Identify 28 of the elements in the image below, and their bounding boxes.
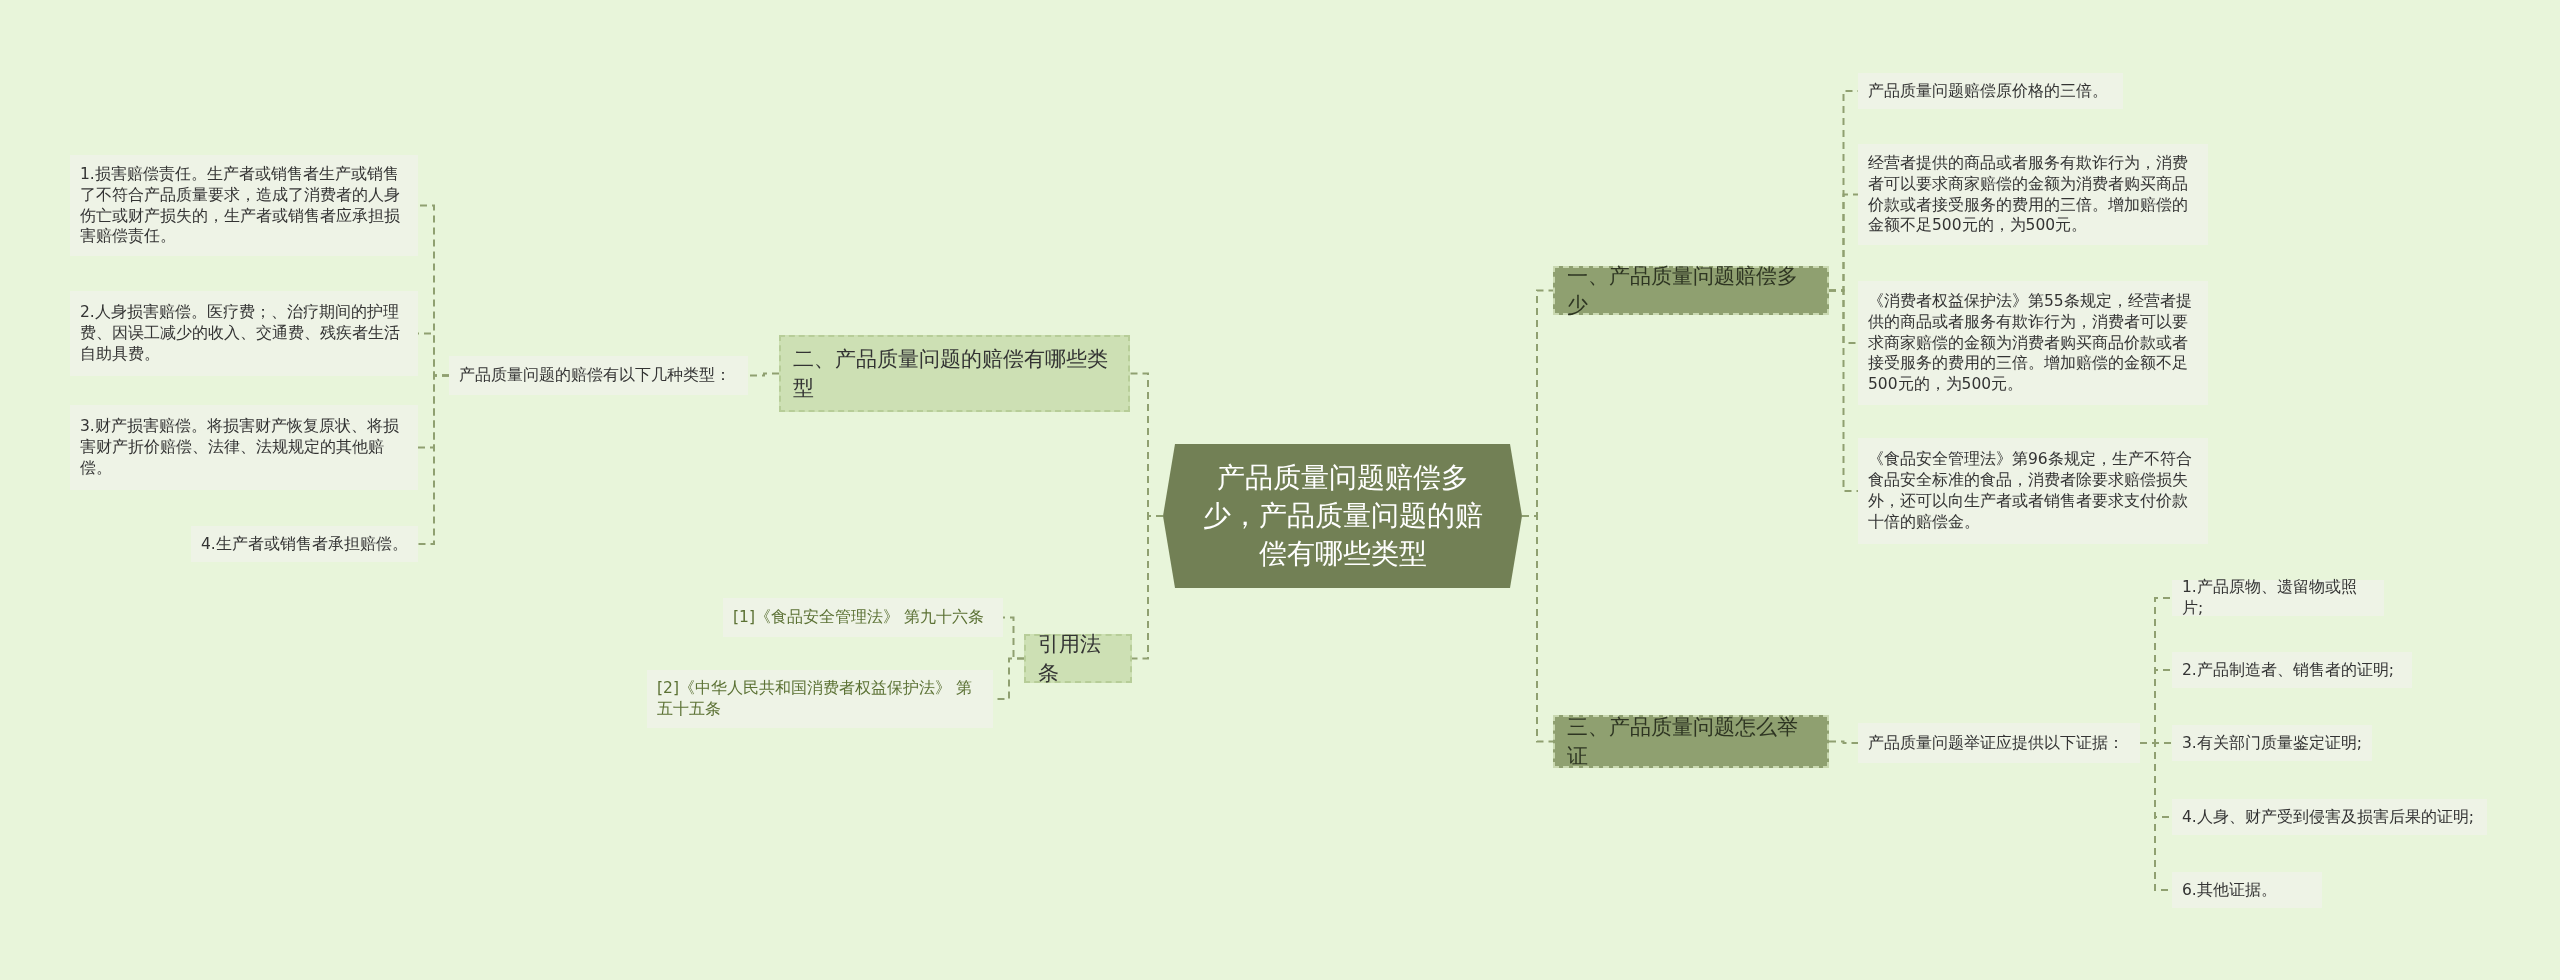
- connector-line: [1521, 515, 1554, 743]
- connector-line: [747, 372, 780, 377]
- note-box: 产品质量问题的赔偿有以下几种类型：: [449, 356, 748, 395]
- reference-box: [1]《食品安全管理法》 第九十六条: [723, 598, 1003, 637]
- note-box: 6.其他证据。: [2172, 872, 2322, 908]
- connector-line: [417, 374, 450, 545]
- reference-box: [2]《中华人民共和国消费者权益保护法》 第五十五条: [647, 670, 993, 728]
- note-box: 4.人身、财产受到侵害及损害后果的证明;: [2172, 799, 2487, 835]
- topic-box: 引用法条: [1024, 634, 1132, 683]
- note-box: 1.产品原物、遗留物或照片;: [2172, 580, 2384, 616]
- note-box: 经营者提供的商品或者服务有欺诈行为，消费者可以要求商家赔偿的金额为消费者购买商品价款或者接受服务的费用的三倍。增加赔偿的金额不足500元的，为500元。: [1858, 144, 2208, 245]
- note-box: 4.生产者或销售者承担赔偿。: [191, 526, 418, 562]
- topic-box: 三、产品质量问题怎么举证: [1553, 715, 1829, 768]
- note-box: 2.人身损害赔偿。医疗费；、治疗期间的护理费、因误工减少的收入、交通费、残疾者生活自助具费。: [70, 291, 418, 376]
- note-box: 产品质量问题举证应提供以下证据：: [1858, 723, 2140, 763]
- note-box: 《消费者权益保护法》第55条规定，经营者提供的商品或者服务有欺诈行为，消费者可以要求商家赔偿的金额为消费者购买商品价款或者接受服务的费用的三倍。增加赔偿的金额不足500元的，为500元。: [1858, 281, 2208, 405]
- note-box: 3.财产损害赔偿。将损害财产恢复原状、将损害财产折价赔偿、法律、法规规定的其他赔偿。: [70, 405, 418, 490]
- note-box: 产品质量问题赔偿原价格的三倍。: [1858, 73, 2123, 109]
- note-box: 3.有关部门质量鉴定证明;: [2172, 725, 2372, 761]
- note-box: 1.损害赔偿责任。生产者或销售者生产或销售了不符合产品质量要求，造成了消费者的人身伤亡或财产损失的，生产者或销售者应承担损害赔偿责任。: [70, 155, 418, 256]
- topic-box: 二、产品质量问题的赔偿有哪些类型: [779, 335, 1130, 412]
- central-topic: 产品质量问题赔偿多少，产品质量问题的赔偿有哪些类型: [1163, 444, 1522, 588]
- connector-line: [1131, 515, 1164, 660]
- note-box: 《食品安全管理法》第96条规定，生产不符合食品安全标准的食品，消费者除要求赔偿损失外，还可以向生产者或者销售者要求支付价款十倍的赔偿金。: [1858, 438, 2208, 544]
- connector-line: [1828, 289, 1859, 492]
- note-box: 2.产品制造者、销售者的证明;: [2172, 652, 2412, 688]
- connector-line: [1828, 740, 1859, 744]
- topic-box: 一、产品质量问题赔偿多少: [1553, 266, 1829, 315]
